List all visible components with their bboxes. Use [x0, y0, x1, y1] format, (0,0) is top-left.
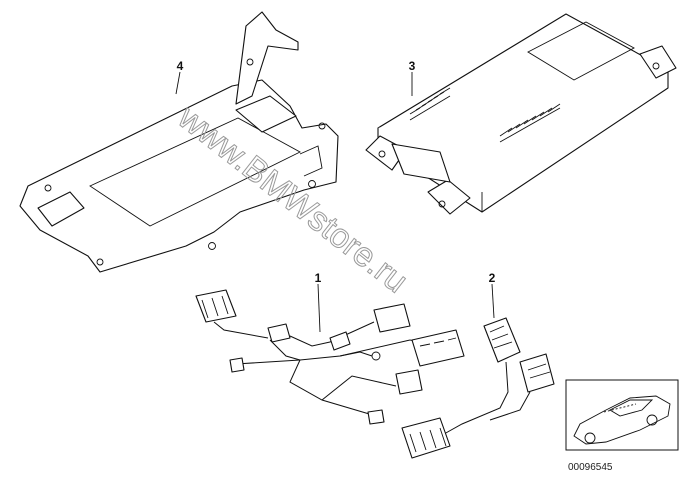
callout-4: 4: [177, 59, 184, 73]
callout-2: 2: [489, 271, 496, 285]
wiring-harness-part-1: [195, 289, 465, 425]
vent-slots-right: [499, 103, 561, 143]
mounting-bracket-part-4: [19, 11, 339, 273]
reference-number: 00096545: [568, 462, 613, 473]
callout-3: 3: [409, 59, 416, 73]
callout-leaders: [175, 71, 495, 333]
callout-1: 1: [315, 271, 322, 285]
reference-car-inset: [565, 379, 679, 451]
vent-slots-left: [409, 87, 451, 121]
cable-part-2: [401, 317, 555, 459]
control-unit-part-3: [365, 13, 677, 215]
